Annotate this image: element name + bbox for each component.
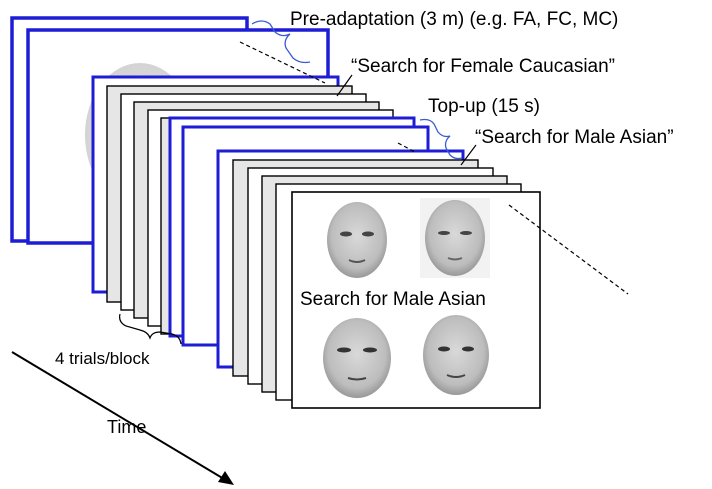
search-display-instruction: Search for Male Asian [300,289,486,310]
trials-per-block-brace [119,313,182,345]
search-male-asian-quote-label: “Search for Male Asian” [475,127,674,148]
female-asian-face [420,198,490,278]
top-up-label: Top-up (15 s) [428,96,540,117]
trials-per-block-label: 4 trials/block [55,349,150,368]
time-label: Time [107,417,147,437]
search-female-pointer [336,74,353,97]
search-female-caucasian-label: “Search for Female Caucasian” [351,56,615,77]
time-arrow [11,351,234,485]
male-caucasian-face [423,315,489,395]
dashed-connector-top [239,41,326,84]
dashed-connector-bottom [508,204,629,295]
dashed-connector-mid [397,142,416,153]
top-up-brace [419,118,463,160]
pre-adaptation-brace [251,20,311,64]
search-male-pointer [460,144,477,166]
pre-adaptation-label: Pre-adaptation (3 m) (e.g. FA, FC, MC) [290,9,619,30]
female-caucasian-face [327,202,387,278]
male-asian-face [323,318,391,398]
